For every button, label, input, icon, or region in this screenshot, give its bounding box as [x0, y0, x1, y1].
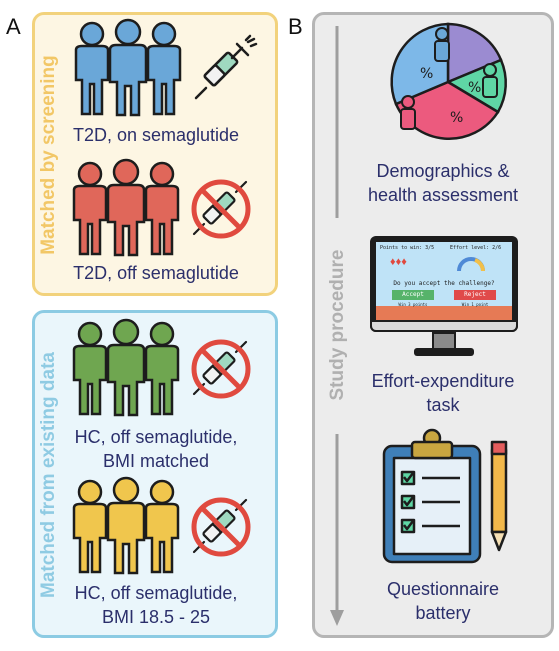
no-syringe-icon	[191, 179, 251, 239]
group-3-caption-line2: BMI matched	[102, 451, 210, 471]
hc-bmi-normal-people-icon	[72, 476, 180, 575]
panel-a-letter: A	[6, 14, 21, 39]
t2d-on-people-icon	[74, 18, 182, 117]
reject-button: Reject	[454, 290, 496, 300]
group-4-caption-line1: HC, off semaglutide,	[74, 583, 238, 603]
svg-text:%: %	[420, 66, 433, 82]
no-syringe-icon	[191, 497, 251, 557]
group-1-caption: T2D, on semaglutide	[72, 125, 240, 145]
effort-gauge-icon	[457, 257, 485, 272]
reward-icons: ♦♦♦	[390, 256, 407, 268]
questionnaire-clipboard-icon	[382, 428, 508, 564]
group-4-caption-line2: BMI 18.5 - 25	[101, 607, 211, 627]
hc-bmi-matched-people-icon	[72, 318, 180, 417]
syringe-icon	[194, 34, 258, 100]
procedure-arrow	[330, 26, 344, 626]
monitor-stand	[414, 348, 474, 356]
group-2-caption: T2D, off semaglutide	[73, 263, 239, 283]
svg-text:%: %	[468, 80, 481, 96]
group-3-caption-line1: HC, off semaglutide,	[74, 427, 238, 447]
step-1-caption-line2: health assessment	[367, 185, 519, 205]
challenge-question: Do you accept the challenge?	[393, 280, 495, 287]
demographics-pie-icon: % % %	[390, 22, 508, 140]
monitor-chin	[370, 320, 518, 332]
points-text: Points to win: 3/5	[380, 245, 435, 251]
step-2-caption-line2: task	[426, 395, 460, 415]
accept-subtext: Win 3 points	[398, 302, 428, 307]
panel-b-letter: B	[288, 14, 303, 39]
reject-subtext: Win 1 point	[461, 302, 489, 307]
step-3-caption-line1: Questionnaire	[386, 579, 500, 599]
svg-text:%: %	[450, 110, 463, 126]
screening-label: Matched by screening	[38, 55, 59, 255]
step-3-caption-line2: battery	[415, 603, 471, 623]
monitor-screen: Points to win: 3/5 Effort level: 2/6 ♦♦♦…	[376, 242, 512, 320]
no-syringe-icon	[191, 339, 251, 399]
effort-task-monitor: Points to win: 3/5 Effort level: 2/6 ♦♦♦…	[370, 236, 518, 366]
effort-text: Effort level: 2/6	[450, 245, 502, 251]
existing-data-label: Matched from existing data	[38, 352, 59, 598]
t2d-off-people-icon	[72, 158, 180, 257]
step-1-caption-line1: Demographics &	[376, 161, 510, 181]
accept-button: Accept	[392, 290, 434, 300]
step-2-caption-line1: Effort-expenditure	[371, 371, 515, 391]
